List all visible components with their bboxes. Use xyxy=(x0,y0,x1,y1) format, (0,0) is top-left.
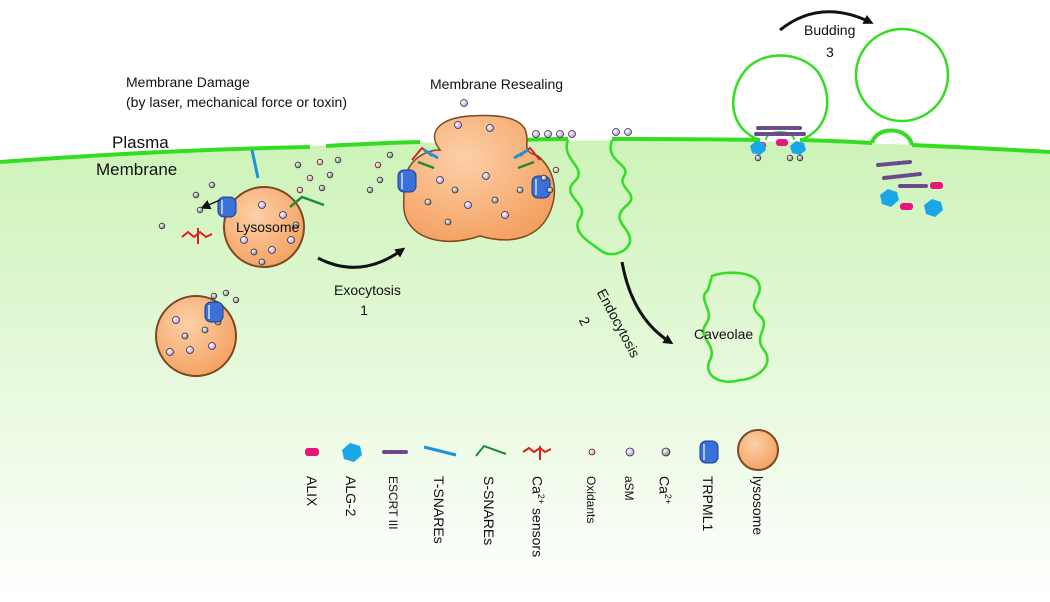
asm-particle xyxy=(268,246,276,254)
oxidant-icon xyxy=(588,448,596,456)
membrane-resealing-title: Membrane Resealing xyxy=(430,76,564,92)
legend-escrt3-label: ESCRT III xyxy=(386,476,400,530)
exocytosis-number: 1 xyxy=(360,302,368,318)
damage-site-particles xyxy=(158,156,342,230)
legend-ca-label: Ca2+ xyxy=(656,476,673,505)
trpml1-icon xyxy=(699,440,719,464)
asm-icon xyxy=(625,447,635,457)
legend-ca-sensors-label: Ca2+ sensors xyxy=(529,476,546,558)
alg2-icon xyxy=(342,443,362,462)
exocytosis-label: Exocytosis xyxy=(334,282,401,298)
calcium-ion xyxy=(250,248,258,256)
legend-icons xyxy=(305,429,779,471)
trpml1-channel xyxy=(217,196,237,218)
legend-alg2-label: ALG-2 xyxy=(343,476,359,517)
membrane-label: Membrane xyxy=(96,160,178,179)
membrane-damage-title: Membrane Damage xyxy=(126,74,250,90)
trpml1-channel xyxy=(204,301,224,323)
s-snare xyxy=(289,195,325,208)
asm-particle xyxy=(258,201,266,209)
budding-arrow xyxy=(779,10,874,32)
resealing-patch xyxy=(366,99,632,242)
calcium-ion xyxy=(292,221,300,229)
lysosome-label: Lysosome xyxy=(236,219,300,235)
plasma-label: Plasma xyxy=(112,133,169,152)
asm-particle xyxy=(287,236,295,244)
legend-alix-label: ALIX xyxy=(304,476,320,507)
caveolae xyxy=(702,271,769,383)
budding-label: Budding xyxy=(804,22,856,38)
calcium-ion xyxy=(258,258,266,266)
s-snare-icon xyxy=(475,444,507,457)
legend-lysosome-label: lysosome xyxy=(750,476,766,536)
t-snare xyxy=(250,149,260,179)
lysosome-icon xyxy=(737,429,779,471)
released-vesicle xyxy=(854,27,950,123)
t-snare-icon xyxy=(423,445,457,457)
resealed-membrane-bump xyxy=(870,128,914,146)
endocytosis-arrow xyxy=(620,261,674,345)
budding-vesicle-forming xyxy=(731,54,829,162)
legend-asm-label: aSM xyxy=(622,476,636,501)
release-arrow xyxy=(200,199,221,210)
legend-trpml1-label: TRPML1 xyxy=(700,476,716,532)
plasma-membrane xyxy=(0,137,1050,164)
lysosome-lower xyxy=(155,289,240,377)
ca-sensor-icon xyxy=(522,446,552,454)
calcium-icon xyxy=(661,447,671,457)
caveolae-label: Caveolae xyxy=(694,326,754,342)
alix-icon xyxy=(305,448,319,456)
legend-ssnares-label: S-SNAREs xyxy=(481,476,497,546)
budding-number: 3 xyxy=(826,44,834,60)
membrane-damage-cause: (by laser, mechanical force or toxin) xyxy=(126,94,347,110)
asm-particle xyxy=(240,236,248,244)
exocytosis-arrow xyxy=(317,247,406,269)
legend-tsnares-label: T-SNAREs xyxy=(431,476,447,544)
recycled-machinery xyxy=(876,160,943,217)
asm-particle xyxy=(279,211,287,219)
legend-oxidants-label: Oxidants xyxy=(584,476,598,524)
endocytic-invagination xyxy=(565,139,633,256)
damaged-lysosome xyxy=(181,149,325,268)
